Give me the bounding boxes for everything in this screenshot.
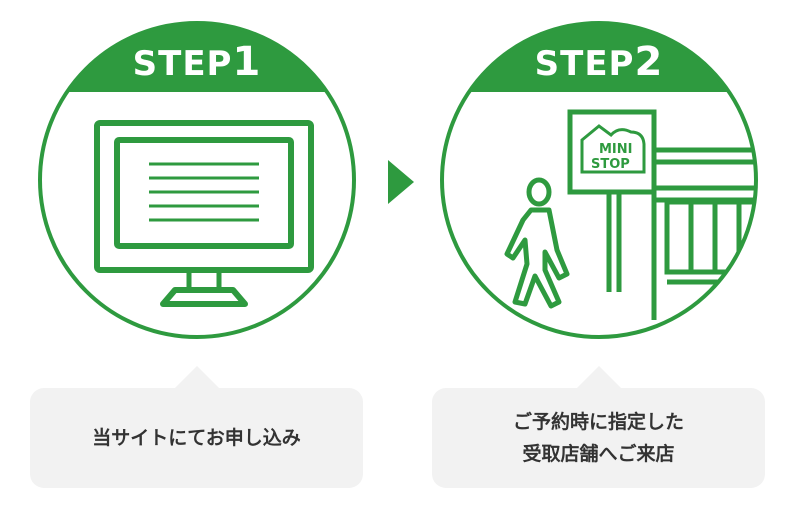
store-sign-line1: MINI (599, 142, 633, 157)
step-2-badge: MINI STOP STEP2 (439, 20, 759, 340)
walking-person-icon (504, 177, 570, 309)
step-1-badge: STEP1 (37, 20, 357, 340)
step-1-illustration (38, 21, 356, 339)
arrow-right-icon (388, 160, 414, 204)
step-2: MINI STOP STEP2 ご予約時に指定した 受取店舗へご来店 (432, 20, 765, 490)
step-2-caption: ご予約時に指定した 受取店舗へご来店 (512, 411, 684, 465)
step-2-title: STEP2 (534, 39, 664, 85)
step-1-title: STEP1 (132, 39, 262, 85)
step-1-caption: 当サイトにてお申し込み (92, 427, 301, 449)
step-2-illustration: MINI STOP (440, 21, 758, 339)
step-2-caption-bubble: ご予約時に指定した 受取店舗へご来店 (432, 366, 765, 488)
step-1: STEP1 当サイトにてお申し込み (30, 20, 363, 490)
step-1-caption-bubble: 当サイトにてお申し込み (30, 366, 363, 488)
computer-monitor-icon (94, 120, 314, 307)
ministop-sign-icon: MINI STOP (567, 109, 657, 292)
store-building-icon (651, 147, 756, 320)
store-sign-line2: STOP (591, 157, 630, 172)
